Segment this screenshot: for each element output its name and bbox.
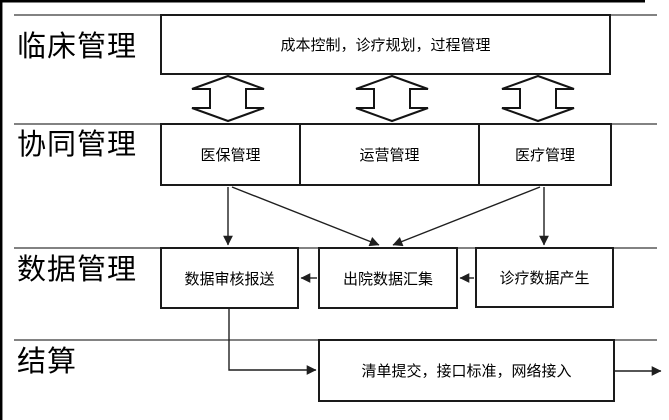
row-label-data-management: 数据管理 <box>17 254 138 286</box>
box-medical-management: 医疗管理 <box>478 125 610 184</box>
row-label-clinical-management: 临床管理 <box>17 31 138 63</box>
arrow-medical-to-discharge <box>392 186 541 247</box>
box-medical-insurance-management: 医保管理 <box>200 147 261 164</box>
flow-arrows <box>223 186 662 376</box>
box-list-submission-interface: 清单提交，接口标准，网络接入 <box>318 339 615 402</box>
double-arrow-icon <box>501 74 575 123</box>
box-data-audit-submission: 数据审核报送 <box>160 247 299 309</box>
double-arrow-icon <box>355 74 429 123</box>
box-operations-management: 运营管理 <box>299 125 478 184</box>
box-cost-control-process: 成本控制，诊疗规划，过程管理 <box>160 14 611 75</box>
box-discharge-data-collection: 出院数据汇集 <box>318 247 458 309</box>
row-label-collaborative-management: 协同管理 <box>17 129 138 161</box>
arrow-insurance-to-discharge <box>231 186 380 247</box>
page-border <box>0 0 645 420</box>
double-arrow-icons <box>191 74 575 123</box>
arrow-audit-to-list-submission <box>228 308 317 375</box>
box-collaborative-group: 医保管理 运营管理 医疗管理 <box>160 123 612 186</box>
double-arrow-icon <box>191 74 265 123</box>
box-diagnosis-data-generation: 诊疗数据产生 <box>475 247 614 308</box>
row-label-settlement: 结算 <box>17 346 78 378</box>
